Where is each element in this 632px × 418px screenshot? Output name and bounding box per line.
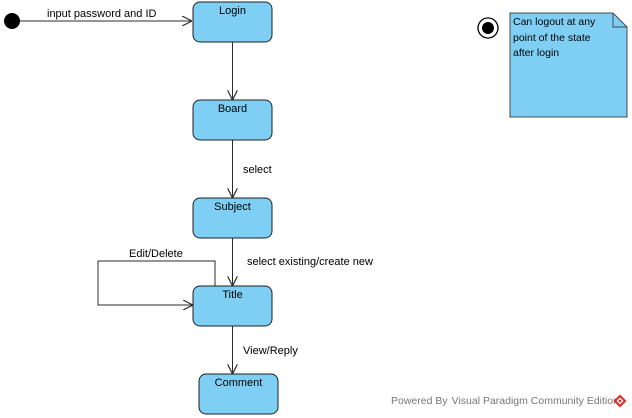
state-title[interactable]: Title xyxy=(192,285,273,327)
note: Can logout at any point of the state aft… xyxy=(509,12,628,118)
note-line-1: Can logout at any xyxy=(513,16,596,28)
final-state xyxy=(477,17,499,39)
transition-label-select-existing: select existing/create new xyxy=(247,256,373,268)
note-line-2: point of the state xyxy=(513,32,591,44)
powered-by-text: Powered By xyxy=(391,395,448,407)
state-login[interactable]: Login xyxy=(192,1,273,43)
transition-title-self xyxy=(97,260,216,305)
state-subject[interactable]: Subject xyxy=(192,197,273,239)
transition-label-edit-delete: Edit/Delete xyxy=(129,248,183,260)
note-line-3: after login xyxy=(513,47,559,59)
transition-label-view-reply: View/Reply xyxy=(243,345,298,357)
transition-label-select: select xyxy=(243,164,272,176)
transition-label-input-password: input password and ID xyxy=(47,8,157,20)
state-label-login: Login xyxy=(219,5,246,17)
state-label-subject: Subject xyxy=(214,201,251,213)
state-label-board: Board xyxy=(218,103,247,115)
state-board[interactable]: Board xyxy=(192,99,273,141)
brand-name: Visual Paradigm Community Edition xyxy=(451,395,619,407)
visual-paradigm-logo-icon xyxy=(613,394,627,408)
svg-text:Can logout at any point: Can logout at any point of the state aft… xyxy=(513,16,598,59)
state-label-comment: Comment xyxy=(215,377,263,389)
initial-state xyxy=(4,13,20,29)
state-label-title: Title xyxy=(222,289,242,301)
state-comment[interactable]: Comment xyxy=(198,373,279,415)
